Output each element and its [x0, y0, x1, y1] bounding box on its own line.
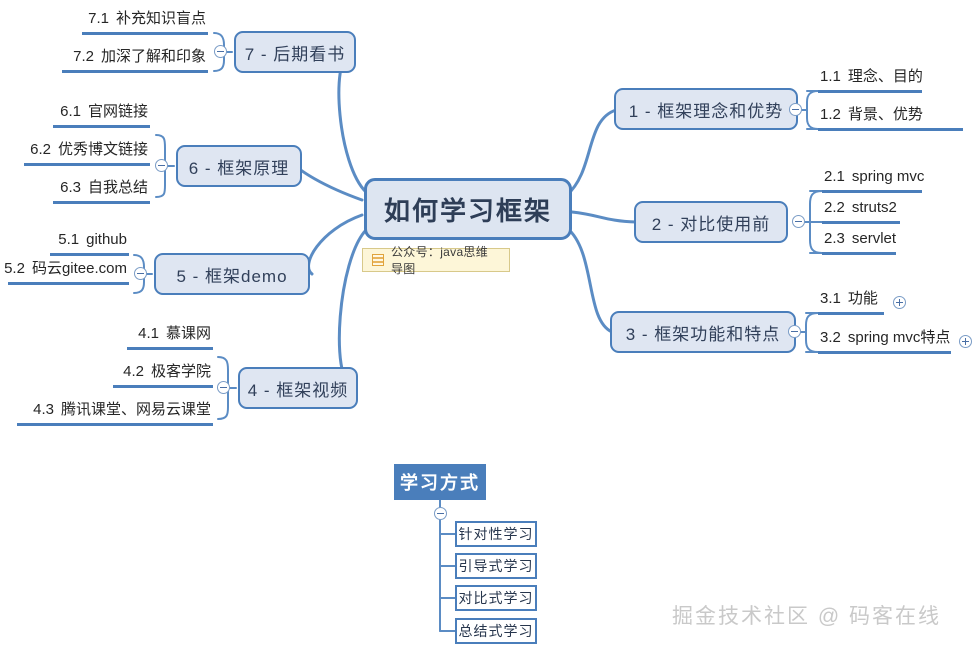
branch-node-2[interactable]: 2 - 对比使用前	[634, 201, 788, 243]
tree-item-2[interactable]: 引导式学习	[455, 553, 537, 579]
leaf-7-2[interactable]: 7.2 加深了解和印象	[62, 48, 208, 73]
tree-item-label: 引导式学习	[458, 558, 534, 574]
leaf-3-1[interactable]: 3.1 功能	[818, 290, 884, 315]
leaf-5-2[interactable]: 5.2 码云gitee.com	[4, 260, 129, 285]
note-text: 公众号：java思维导图	[391, 245, 489, 276]
leaf-3-2[interactable]: 3.2 spring mvc特点	[818, 329, 951, 354]
note-chip[interactable]: 公众号：java思维导图	[362, 245, 510, 276]
collapse-toggle-1[interactable]	[789, 103, 802, 116]
branch-node-3[interactable]: 3 - 框架功能和特点	[610, 311, 796, 353]
leaf-6-3[interactable]: 6.3 自我总结	[53, 179, 150, 204]
collapse-toggle-5[interactable]	[134, 267, 147, 280]
leaf-num: 2.1	[824, 168, 845, 185]
leaf-text: 优秀博文链接	[57, 141, 148, 158]
leaf-text: 慕课网	[165, 325, 211, 342]
leaf-num: 1.1	[820, 68, 841, 85]
leaf-text: 加深了解和印象	[100, 48, 206, 65]
leaf-text: 官网链接	[87, 103, 148, 120]
tree-header[interactable]: 学习方式	[394, 464, 486, 500]
expand-toggle-3-1[interactable]	[893, 296, 906, 309]
central-topic-label: 如何学习框架	[383, 195, 552, 226]
leaf-text: 极客学院	[150, 363, 211, 380]
expand-toggle-3-2[interactable]	[959, 335, 972, 348]
tree-item-4[interactable]: 总结式学习	[455, 618, 537, 644]
leaf-text: 自我总结	[87, 179, 148, 196]
branch-label-5: 5 - 框架demo	[176, 266, 288, 286]
collapse-toggle-3[interactable]	[788, 325, 801, 338]
leaf-text: servlet	[851, 230, 897, 247]
tree-collapse-toggle[interactable]	[434, 507, 447, 520]
collapse-toggle-6[interactable]	[155, 159, 168, 172]
leaf-num: 4.3	[33, 401, 54, 418]
leaf-2-1[interactable]: 2.1 spring mvc	[822, 168, 924, 193]
leaf-num: 7.2	[73, 48, 94, 65]
leaf-num: 2.2	[824, 199, 845, 216]
leaf-7-1[interactable]: 7.1 补充知识盲点	[82, 10, 208, 35]
leaf-text: 码云gitee.com	[31, 260, 127, 277]
leaf-5-1[interactable]: 5.1 github	[50, 231, 129, 256]
leaf-text: 补充知识盲点	[115, 10, 206, 27]
leaf-6-2[interactable]: 6.2 优秀博文链接	[24, 141, 150, 166]
leaf-num: 5.1	[58, 231, 80, 248]
branch-node-5[interactable]: 5 - 框架demo	[154, 253, 310, 295]
collapse-toggle-4[interactable]	[217, 381, 230, 394]
leaf-2-2[interactable]: 2.2 struts2	[822, 199, 900, 224]
branch-label-1: 1 - 框架理念和优势	[628, 101, 784, 121]
leaf-text: 理念、目的	[847, 68, 923, 85]
central-topic[interactable]: 如何学习框架	[364, 178, 572, 240]
leaf-1-1[interactable]: 1.1 理念、目的	[818, 68, 923, 93]
branch-node-6[interactable]: 6 - 框架原理	[176, 145, 302, 187]
branch-node-7[interactable]: 7 - 后期看书	[234, 31, 356, 73]
tree-header-label: 学习方式	[400, 473, 480, 493]
leaf-4-1[interactable]: 4.1 慕课网	[127, 325, 213, 350]
leaf-num: 7.1	[88, 10, 109, 27]
collapse-toggle-7[interactable]	[214, 45, 227, 58]
branch-label-6: 6 - 框架原理	[188, 158, 290, 178]
tree-item-3[interactable]: 对比式学习	[455, 585, 537, 611]
branch-label-4: 4 - 框架视频	[247, 380, 349, 400]
leaf-4-2[interactable]: 4.2 极客学院	[113, 363, 213, 388]
leaf-text: struts2	[851, 199, 897, 216]
leaf-num: 4.2	[123, 363, 144, 380]
collapse-toggle-2[interactable]	[792, 215, 805, 228]
leaf-num: 6.2	[30, 141, 51, 158]
leaf-num: 5.2	[4, 260, 25, 277]
leaf-text: 腾讯课堂、网易云课堂	[60, 401, 211, 418]
leaf-text: github	[86, 231, 127, 248]
leaf-6-1[interactable]: 6.1 官网链接	[53, 103, 150, 128]
tree-item-1[interactable]: 针对性学习	[455, 521, 537, 547]
leaf-num: 6.3	[60, 179, 81, 196]
leaf-num: 1.2	[820, 106, 841, 123]
watermark-text: 掘金技术社区 @ 码客在线	[672, 605, 941, 628]
leaf-2-3[interactable]: 2.3 servlet	[822, 230, 896, 255]
leaf-text: 背景、优势	[847, 106, 923, 123]
list-icon	[372, 254, 384, 266]
tree-item-label: 对比式学习	[458, 590, 534, 606]
leaf-num: 3.2	[820, 329, 841, 346]
leaf-4-3[interactable]: 4.3 腾讯课堂、网易云课堂	[17, 401, 213, 426]
leaf-num: 2.3	[824, 230, 845, 247]
leaf-num: 6.1	[60, 103, 81, 120]
tree-item-label: 针对性学习	[458, 526, 534, 542]
leaf-text: 功能	[847, 290, 878, 307]
branch-label-3: 3 - 框架功能和特点	[625, 324, 781, 344]
watermark: 掘金技术社区 @ 码客在线	[672, 600, 941, 630]
leaf-num: 3.1	[820, 290, 841, 307]
leaf-num: 4.1	[138, 325, 159, 342]
leaf-text: spring mvc特点	[847, 329, 951, 346]
branch-node-1[interactable]: 1 - 框架理念和优势	[614, 88, 798, 130]
tree-item-label: 总结式学习	[458, 623, 534, 639]
leaf-1-2[interactable]: 1.2 背景、优势	[818, 106, 963, 131]
branch-node-4[interactable]: 4 - 框架视频	[238, 367, 358, 409]
leaf-text: spring mvc	[851, 168, 925, 185]
branch-label-7: 7 - 后期看书	[244, 44, 346, 64]
branch-label-2: 2 - 对比使用前	[651, 214, 771, 234]
